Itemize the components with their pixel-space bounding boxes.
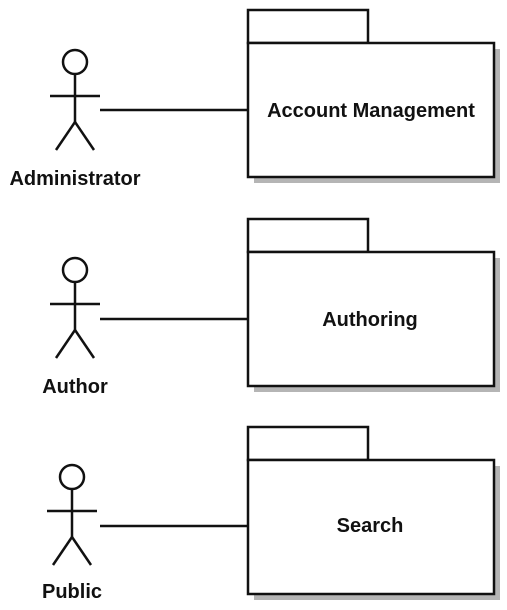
stick-figure-icon (50, 256, 100, 359)
stick-figure-icon (50, 48, 100, 151)
package-account-management: Account Management (246, 8, 500, 183)
package-label: Account Management (267, 100, 475, 122)
stick-figure-icon (47, 463, 97, 566)
actor-public: Public (42, 463, 102, 603)
package-label: Authoring (322, 309, 418, 331)
actor-author: Author (42, 256, 108, 398)
package-authoring: Authoring (246, 217, 500, 392)
actor-label: Administrator (9, 168, 140, 190)
folder-tab-icon (246, 425, 370, 462)
folder-tab-icon (246, 217, 370, 254)
package-search: Search (246, 425, 500, 600)
folder-tab-icon (246, 8, 370, 45)
actor-label: Public (42, 581, 102, 603)
actor-administrator: Administrator (9, 48, 141, 190)
package-label: Search (337, 515, 404, 537)
actor-label: Author (42, 376, 108, 398)
